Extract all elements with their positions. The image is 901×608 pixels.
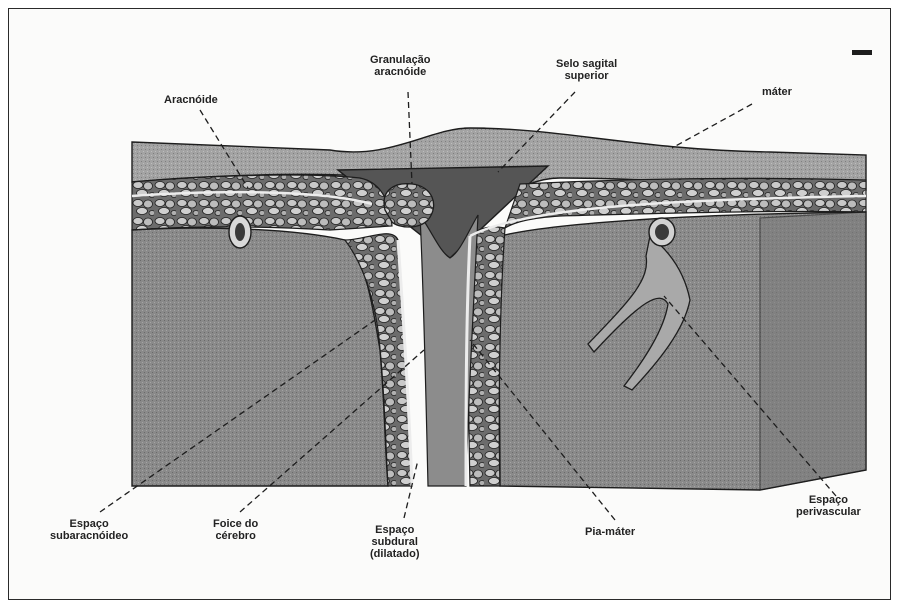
arachnoid-granulation	[384, 184, 434, 227]
label-espaco-perivascular: Espaço perivascular	[796, 494, 861, 518]
label-pia-mater: Pia-máter	[585, 526, 635, 538]
label-espaco-subdural: Espaço subdural (dilatado)	[370, 524, 420, 560]
leader-dura	[672, 104, 752, 148]
cerebral-cortex-left	[132, 228, 388, 486]
label-aracnoide: Aracnóide	[164, 94, 218, 106]
label-dura-mater: máter	[762, 86, 792, 98]
block-side-face	[760, 212, 866, 490]
label-selo-sagital-superior: Selo sagital superior	[556, 58, 617, 82]
corner-mark	[852, 50, 872, 55]
subarachnoid-mesh-left	[132, 175, 392, 230]
label-espaco-subaracnoideo: Espaço subaracnóideo	[50, 518, 128, 542]
label-granulacao-aracnoide: Granulação aracnóide	[370, 54, 431, 78]
label-foice-do-cerebro: Foice do cérebro	[213, 518, 258, 542]
